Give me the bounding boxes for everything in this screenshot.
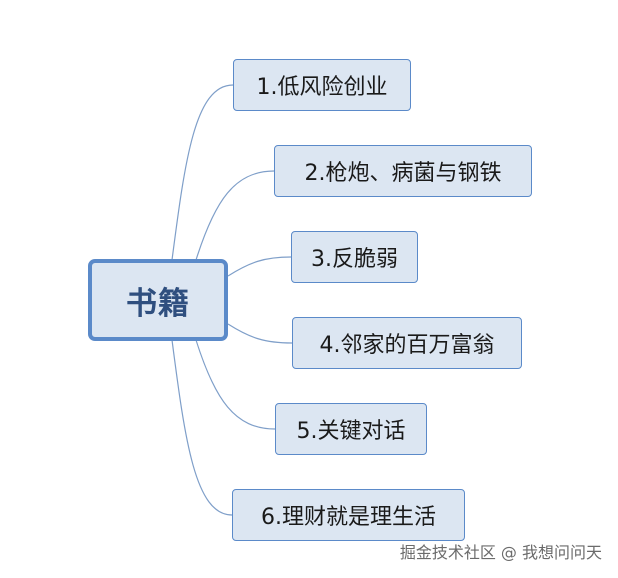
branch-node-4[interactable]: 4.邻家的百万富翁 xyxy=(292,317,522,369)
branch-node-1[interactable]: 1.低风险创业 xyxy=(233,59,411,111)
connector-branch-4 xyxy=(227,323,293,344)
connector-branch-2 xyxy=(195,170,275,261)
branch-label-5: 5.关键对话 xyxy=(296,419,406,444)
connector-branch-3 xyxy=(227,256,292,277)
branch-node-5[interactable]: 5.关键对话 xyxy=(275,403,427,455)
branch-label-6: 6.理财就是理生活 xyxy=(261,505,436,530)
branch-label-3: 3.反脆弱 xyxy=(311,247,398,272)
connector-branch-6 xyxy=(171,339,233,516)
central-topic-label: 书籍 xyxy=(126,285,190,322)
branch-node-2[interactable]: 2.枪炮、病菌与钢铁 xyxy=(274,145,532,197)
branch-label-1: 1.低风险创业 xyxy=(256,75,388,100)
watermark-text: 掘金技术社区 @ 我想问问天 xyxy=(399,543,602,562)
connector-branch-1 xyxy=(171,84,234,261)
branch-label-4: 4.邻家的百万富翁 xyxy=(319,333,495,358)
connector-branch-5 xyxy=(195,339,276,430)
branch-label-2: 2.枪炮、病菌与钢铁 xyxy=(304,161,502,186)
central-topic-node[interactable]: 书籍 xyxy=(88,259,228,341)
branch-node-6[interactable]: 6.理财就是理生活 xyxy=(232,489,465,541)
branch-node-3[interactable]: 3.反脆弱 xyxy=(291,231,418,283)
